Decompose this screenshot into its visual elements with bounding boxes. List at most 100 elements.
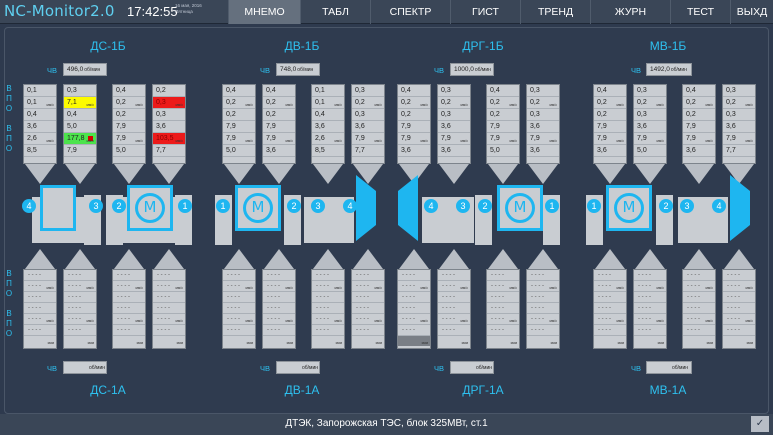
motor-icon[interactable]: М (127, 185, 173, 231)
tab-exit[interactable]: ВЫХД (730, 0, 773, 24)
bearing-number-badge[interactable]: 3 (311, 199, 325, 213)
tab-mnemo[interactable]: МНЕМО (228, 0, 300, 24)
sensor-value-empty: - - - - (723, 292, 755, 303)
side-label: В (6, 309, 14, 318)
sensor-value: 0,3 (438, 85, 470, 97)
blank-value: - - - - (491, 294, 504, 300)
sensor-block-top[interactable]: 0,30,20,33,67,95,0 (633, 84, 667, 164)
sensor-value: 5,0 (634, 145, 666, 157)
sensor-value-text: 0,3 (530, 111, 540, 118)
sensor-block-bottom[interactable]: - - - -- - - -- - - -- - - -- - - -- - -… (112, 269, 146, 349)
bearing-number-badge[interactable]: 2 (659, 199, 673, 213)
tab-test[interactable]: ТЕСТ (670, 0, 730, 24)
sensor-block-top[interactable]: 0,40,20,27,97,95,0 (222, 84, 256, 164)
sensor-block-bottom[interactable]: - - - -- - - -- - - -- - - -- - - -- - -… (437, 269, 471, 349)
sensor-value-empty: - - - - (487, 270, 519, 281)
sensor-value-text: 0,1 (27, 99, 37, 106)
sensor-value-text: 0,3 (67, 87, 77, 94)
sensor-value-empty: - - - - (263, 281, 295, 292)
sensor-block-top[interactable]: 0,30,20,33,67,97,7 (351, 84, 385, 164)
sensor-block-bottom[interactable]: - - - -- - - -- - - -- - - -- - - -- - -… (593, 269, 627, 349)
sensor-block-bottom[interactable]: - - - -- - - -- - - -- - - -- - - -- - -… (152, 269, 186, 349)
sensor-value: 0,2 (438, 97, 470, 109)
bearing-number-badge[interactable]: 1 (178, 199, 192, 213)
blank-value: - - - - (638, 305, 651, 311)
sensor-value-empty: - - - - (153, 325, 185, 336)
bearing-number-badge[interactable]: 3 (680, 199, 694, 213)
side-label: В (6, 269, 14, 278)
motor-icon[interactable]: М (497, 185, 543, 231)
connector (264, 164, 294, 184)
sensor-block-bottom[interactable]: - - - -- - - -- - - -- - - -- - - -- - -… (351, 269, 385, 349)
sensor-block-bottom[interactable]: - - - -- - - -- - - -- - - -- - - -- - -… (722, 269, 756, 349)
sensor-block-top[interactable]: 0,10,10,43,62,68,5 (311, 84, 345, 164)
sensor-value-empty: - - - - (113, 281, 145, 292)
sensor-block-bottom[interactable]: - - - -- - - -- - - -- - - -- - - -- - -… (397, 269, 431, 349)
machine-title-bottom: МВ-1А (649, 383, 687, 397)
speed-value-top: 496,0об/мин (63, 63, 107, 76)
bearing-number-badge[interactable]: 1 (545, 199, 559, 213)
sensor-block-top[interactable]: 0,40,20,27,97,93,6 (593, 84, 627, 164)
side-label: О (5, 289, 15, 298)
sensor-block-bottom[interactable]: - - - -- - - -- - - -- - - -- - - -- - -… (311, 269, 345, 349)
sensor-block-top[interactable]: 0,10,10,43,62,68,5 (23, 84, 57, 164)
sensor-block-top[interactable]: 0,40,20,27,97,93,6 (397, 84, 431, 164)
sensor-block-bottom[interactable]: - - - -- - - -- - - -- - - -- - - -- - -… (526, 269, 560, 349)
tab-table[interactable]: ТАБЛ (300, 0, 370, 24)
tab-trend[interactable]: ТРЕНД (520, 0, 590, 24)
bearing-number-badge[interactable]: 4 (343, 199, 357, 213)
fan-box[interactable] (40, 185, 76, 231)
sensor-value-empty: - - - - (223, 325, 255, 336)
sensor-value: 177,8 (64, 133, 96, 145)
sensor-block-bottom[interactable]: - - - -- - - -- - - -- - - -- - - -- - -… (262, 269, 296, 349)
bearing-number-badge[interactable]: 4 (712, 199, 726, 213)
sensor-block-bottom[interactable]: - - - -- - - -- - - -- - - -- - - -- - -… (23, 269, 57, 349)
sensor-block-bottom[interactable]: - - - -- - - -- - - -- - - -- - - -- - -… (486, 269, 520, 349)
motor-icon[interactable]: М (235, 185, 281, 231)
sensor-value-text: 7,1 (67, 99, 77, 106)
sensor-value-empty: - - - - (683, 325, 715, 336)
speed-label: ЧВ (260, 66, 271, 75)
bearing-number-badge[interactable]: 3 (89, 199, 103, 213)
sensor-block-top[interactable]: 0,40,20,27,97,95,0 (112, 84, 146, 164)
blank-value: - - - - (687, 327, 700, 333)
blank-value: - - - - (157, 316, 170, 322)
bearing-number-badge[interactable]: 1 (587, 199, 601, 213)
machine-title-bottom: ДС-1А (90, 383, 126, 397)
sensor-block-top[interactable]: 0,30,20,33,67,93,6 (526, 84, 560, 164)
sensor-block-top[interactable]: 0,40,20,27,97,95,0 (486, 84, 520, 164)
sensor-value-empty: - - - - (24, 303, 56, 314)
check-icon[interactable]: ✓ (751, 416, 769, 432)
bearing-number-badge[interactable]: 2 (287, 199, 301, 213)
sensor-value-empty: - - - - (153, 270, 185, 281)
blank-value: - - - - (727, 283, 740, 289)
bearing-number-badge[interactable]: 1 (216, 199, 230, 213)
bearing-number-badge[interactable]: 4 (424, 199, 438, 213)
bearing-number-badge[interactable]: 2 (478, 199, 492, 213)
sensor-block-bottom[interactable]: - - - -- - - -- - - -- - - -- - - -- - -… (63, 269, 97, 349)
blank-value: - - - - (316, 327, 329, 333)
bearing-number-badge[interactable]: 3 (456, 199, 470, 213)
sensor-block-bottom[interactable]: - - - -- - - -- - - -- - - -- - - -- - -… (222, 269, 256, 349)
sensor-block-top[interactable]: 0,30,20,33,67,97,7 (722, 84, 756, 164)
sensor-value-empty: - - - - (113, 270, 145, 281)
sensor-value: 0,3 (527, 85, 559, 97)
sensor-value-text: 7,7 (355, 147, 365, 154)
sensor-block-top[interactable]: 0,40,20,27,97,93,6 (262, 84, 296, 164)
sensor-block-top[interactable]: 0,40,20,27,97,93,6 (682, 84, 716, 164)
tab-spectrum[interactable]: СПЕКТР (370, 0, 450, 24)
motor-icon[interactable]: М (606, 185, 652, 231)
sensor-block-bottom[interactable]: - - - -- - - -- - - -- - - -- - - -- - -… (633, 269, 667, 349)
tab-histogram[interactable]: ГИСТ (450, 0, 520, 24)
bearing-number-badge[interactable]: 4 (22, 199, 36, 213)
sensor-value: 7,9 (398, 133, 430, 145)
tab-journal[interactable]: ЖУРН (590, 0, 670, 24)
connector (264, 249, 294, 269)
bearing-number-badge[interactable]: 2 (112, 199, 126, 213)
sensor-block-bottom[interactable]: - - - -- - - -- - - -- - - -- - - -- - -… (682, 269, 716, 349)
sensor-block-top[interactable]: 0,30,20,33,67,93,6 (437, 84, 471, 164)
sensor-value: 0,2 (527, 97, 559, 109)
sensor-value-text: 0,2 (441, 99, 451, 106)
